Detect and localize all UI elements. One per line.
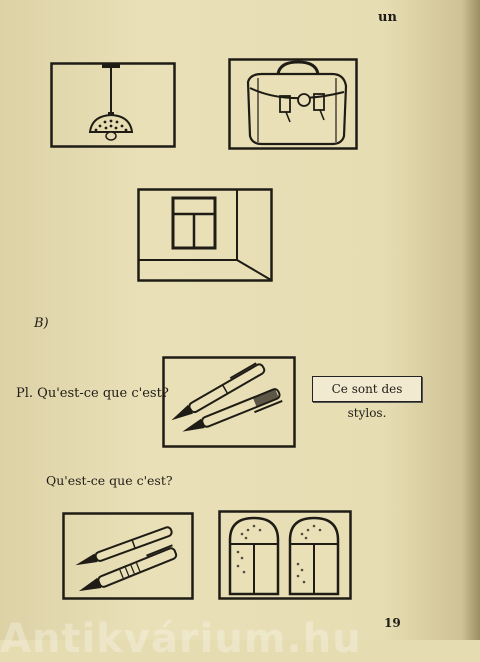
- page-number: 19: [384, 616, 401, 630]
- briefcase-icon: [228, 58, 358, 150]
- lamp-icon: [50, 62, 176, 148]
- lesson-tag: un: [378, 10, 397, 25]
- question-next: Qu'est-ce que c'est?: [46, 473, 173, 488]
- question-plural: Pl. Qu'est-ce que c'est?: [16, 386, 169, 401]
- watermark: Antikvárium.hu: [0, 616, 362, 662]
- window-icon: [137, 188, 273, 282]
- pens-icon: [62, 512, 194, 600]
- section-label: B): [34, 316, 49, 331]
- pens-icon: [162, 356, 296, 448]
- page-spine-shadow: [462, 0, 480, 640]
- answer-box: Ce sont des stylos.: [312, 376, 422, 420]
- windows-icon: [218, 510, 352, 600]
